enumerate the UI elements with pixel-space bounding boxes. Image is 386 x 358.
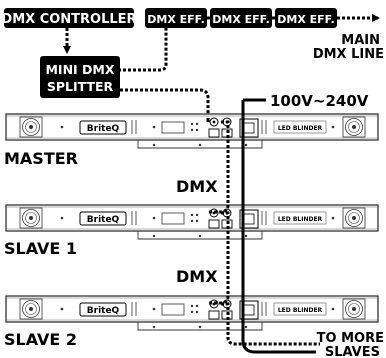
dmx-out-to-more — [221, 302, 320, 346]
fixture-slave-2: BriteQ LED BLINDER — [5, 295, 379, 331]
dmx-effect-box-1 — [145, 8, 207, 28]
unit-label-master: MASTER — [4, 149, 78, 168]
dmx-link-label-2: DMX — [176, 267, 218, 286]
fixture-brand-slave-2: BriteQ — [87, 306, 120, 316]
dmx-link-label-1: DMX — [176, 177, 218, 196]
fixture-model-slave-2: LED BLINDER — [278, 307, 323, 314]
dmx-effect-label-3: DMX EFF. — [277, 13, 335, 26]
dmx-effect-label-1: DMX EFF. — [147, 13, 205, 26]
power-cable — [241, 100, 316, 354]
dmx-controller-box — [4, 8, 134, 28]
fixture-model-slave-1: LED BLINDER — [278, 216, 323, 223]
splitter-to-master-wire — [120, 88, 210, 118]
to-more-slaves-label-2: SLAVES — [325, 345, 380, 358]
fixture-brand-master: BriteQ — [87, 124, 120, 134]
fixture-master: BriteQ LED BLINDER — [5, 113, 379, 149]
splitter-label-1: MINI DMX — [45, 62, 114, 77]
main-dmx-line-label-1: MAIN — [341, 33, 380, 48]
main-dmx-line-label-2: DMX LINE — [313, 47, 384, 62]
to-more-slaves-label-1: TO MORE — [317, 331, 384, 346]
splitter-to-effects-wire — [118, 28, 168, 72]
unit-label-slave-2: SLAVE 2 — [4, 330, 77, 349]
fixture-brand-slave-1: BriteQ — [87, 215, 120, 225]
splitter-label-2: SPLITTER — [47, 79, 114, 94]
mini-dmx-splitter-box — [40, 56, 120, 98]
dmx-effect-label-2: DMX EFF. — [212, 13, 270, 26]
fixture-slave-1: BriteQ LED BLINDER — [5, 204, 379, 240]
dmx-effect-box-2 — [210, 8, 272, 28]
dmx-effect-box-3 — [275, 8, 337, 28]
power-label: 100V~240V — [270, 92, 369, 110]
dmx-link-slave1-slave2 — [208, 211, 230, 305]
dmx-link-master-slave1 — [208, 120, 230, 214]
dmx-controller-label: DMX CONTROLLER — [1, 12, 136, 27]
unit-label-slave-1: SLAVE 1 — [4, 239, 77, 258]
fixture-model-master: LED BLINDER — [278, 125, 323, 132]
